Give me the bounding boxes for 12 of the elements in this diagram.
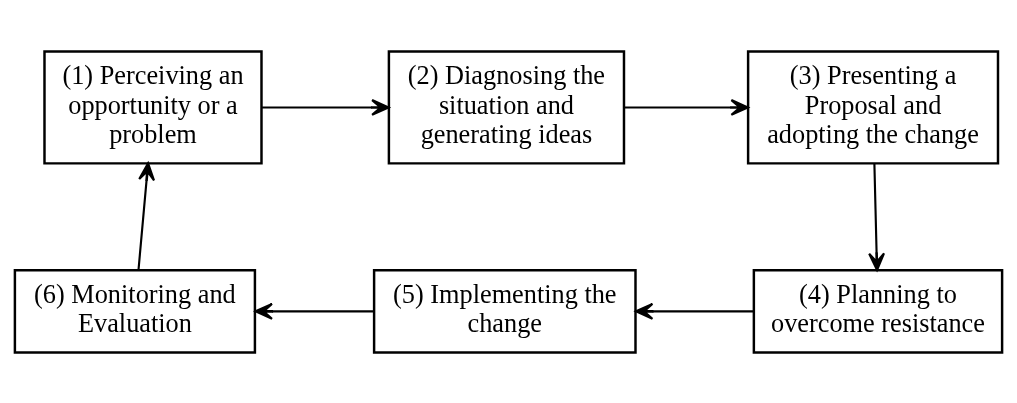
arrow <box>137 161 156 270</box>
arrow <box>254 302 374 320</box>
node-box: (5) Implementing the change <box>372 268 637 354</box>
node-box: (1) Perceiving an opportunity or a problem <box>43 49 263 165</box>
arrow <box>634 302 754 320</box>
arrow <box>868 162 886 271</box>
node-box: (6) Monitoring and Evaluation <box>13 268 257 354</box>
arrow <box>262 98 390 116</box>
node-box: (4) Planning to overcome resistance <box>752 268 1004 354</box>
node-box: (3) Presenting a Proposal and adopting the change <box>746 49 1000 165</box>
arrow <box>624 98 749 116</box>
node-box: (2) Diagnosing the situation and generating ideas <box>387 49 626 165</box>
